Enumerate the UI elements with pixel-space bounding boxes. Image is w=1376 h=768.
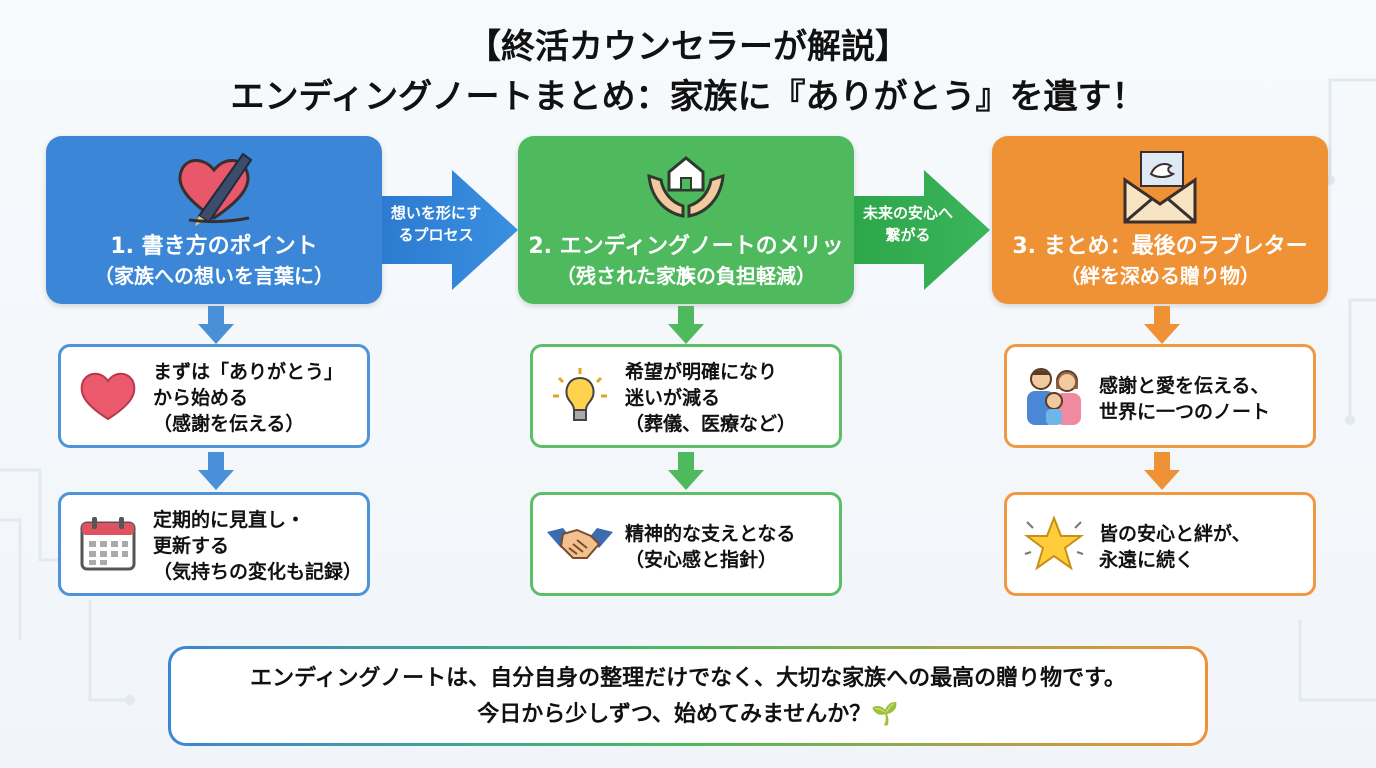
calendar-icon xyxy=(75,511,141,577)
connector-arrow-1: 想いを形にす るプロセス xyxy=(382,170,522,290)
card-review-update: 定期的に見直し・ 更新する （気持ちの変化も記録） xyxy=(58,492,370,596)
connector-1-line-1: 想いを形にす xyxy=(390,204,482,222)
title-line-2: エンディングノートまとめ：家族に『ありがとう』を遺す！ xyxy=(230,77,1146,117)
stage-3-title: 3. まとめ：最後のラブレター xyxy=(1012,234,1308,259)
card-line: 皆の安心と絆が、 xyxy=(1099,523,1251,545)
handshake-icon xyxy=(547,511,613,577)
footer-line-1: エンディングノートは、自分自身の整理だけでなく、大切な家族への最高の贈り物です。 xyxy=(250,666,1126,691)
dove-envelope-icon xyxy=(992,146,1328,224)
stage-2-title: 2. エンディングノートのメリット xyxy=(528,234,844,291)
card-line: 希望が明確になり xyxy=(625,361,778,383)
star-icon xyxy=(1021,511,1087,577)
card-line: 感謝と愛を伝える、 xyxy=(1099,375,1270,397)
connector-2-line-1: 未来の安心へ xyxy=(862,204,953,222)
card-line: 世界に一つのノート xyxy=(1099,401,1271,423)
stage-1-box: 1. 書き方のポイント （家族への想いを言葉に） xyxy=(46,136,382,304)
down-arrow-icon xyxy=(1144,452,1180,490)
connector-arrow-2: 未来の安心へ 繋がる xyxy=(854,170,994,290)
card-one-of-a-kind-note: 感謝と愛を伝える、 世界に一つのノート xyxy=(1004,344,1316,448)
down-arrow-icon xyxy=(198,306,234,344)
card-line: 精神的な支えとなる xyxy=(625,523,796,545)
connector-2-line-2: 繋がる xyxy=(885,226,931,244)
card-line: から始める xyxy=(153,387,249,409)
card-line: （感謝を伝える） xyxy=(153,413,305,435)
card-line: （安心感と指針） xyxy=(625,549,778,571)
card-clear-wishes: 希望が明確になり 迷いが減る （葬儀、医療など） xyxy=(530,344,842,448)
down-arrow-icon xyxy=(198,452,234,490)
card-line: （気持ちの変化も記録） xyxy=(153,561,363,583)
card-line: （葬儀、医療など） xyxy=(625,413,797,435)
footer-message-box: エンディングノートは、自分自身の整理だけでなく、大切な家族への最高の贈り物です。… xyxy=(168,646,1208,746)
page-title: 【終活カウンセラーが解説】 エンディングノートまとめ：家族に『ありがとう』を遺す… xyxy=(0,22,1376,122)
lightbulb-icon xyxy=(547,363,613,429)
down-arrow-icon xyxy=(668,452,704,490)
right-arrow-icon xyxy=(854,170,990,290)
card-line: 迷いが減る xyxy=(625,387,721,409)
family-icon xyxy=(1021,363,1087,429)
card-line: 更新する xyxy=(153,535,230,557)
hands-house-icon xyxy=(518,146,854,224)
right-arrow-icon xyxy=(382,170,518,290)
footer-line-2: 今日から少しずつ、始めてみませんか？🌱 xyxy=(477,702,899,727)
title-line-1: 【終活カウンセラーが解説】 xyxy=(467,27,909,67)
stage-2-subtitle: （残された家族の負担軽減） xyxy=(556,264,816,288)
down-arrow-icon xyxy=(1144,306,1180,344)
down-arrow-icon xyxy=(668,306,704,344)
heart-pen-icon xyxy=(46,146,382,226)
stage-2-box: 2. エンディングノートのメリット （残された家族の負担軽減） xyxy=(518,136,854,304)
stage-1-subtitle: （家族への想いを言葉に） xyxy=(94,264,334,288)
card-line: 定期的に見直し・ xyxy=(153,509,306,531)
stage-3-subtitle: （絆を深める贈り物） xyxy=(1060,264,1260,288)
card-line: 永遠に続く xyxy=(1099,549,1195,571)
stage-3-box: 3. まとめ：最後のラブレター （絆を深める贈り物） xyxy=(992,136,1328,304)
card-line: まずは「ありがとう」 xyxy=(153,361,344,383)
stage-1-title: 1. 書き方のポイント xyxy=(110,234,318,259)
connector-1-line-2: るプロセス xyxy=(398,226,474,244)
card-lasting-bonds: 皆の安心と絆が、 永遠に続く xyxy=(1004,492,1316,596)
card-start-with-thanks: まずは「ありがとう」 から始める （感謝を伝える） xyxy=(58,344,370,448)
card-mental-support: 精神的な支えとなる （安心感と指針） xyxy=(530,492,842,596)
heart-icon xyxy=(75,363,141,429)
